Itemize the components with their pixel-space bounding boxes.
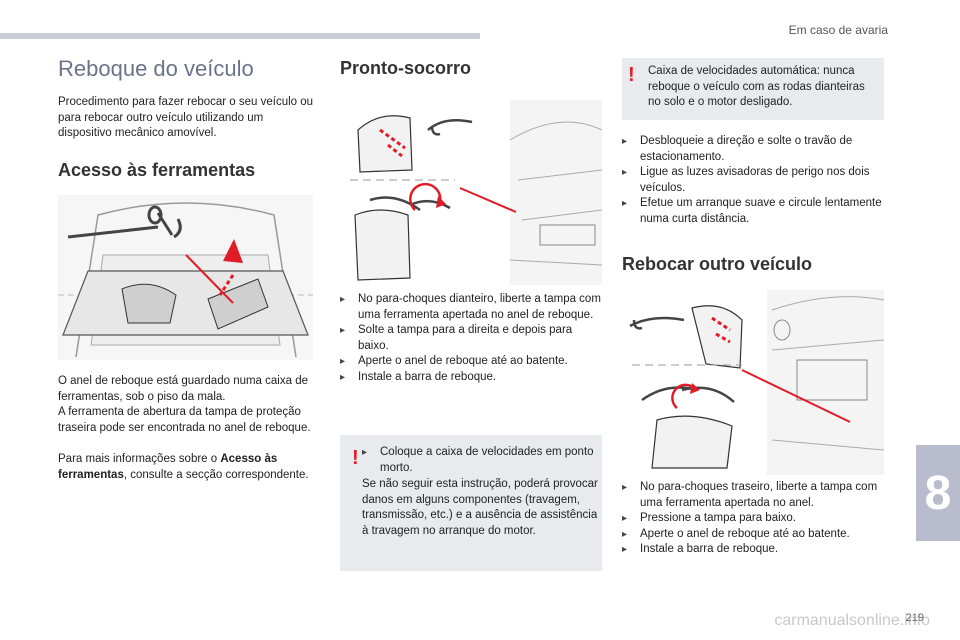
arrow-right-icon: ▸ <box>622 167 628 178</box>
arrow-right-icon: ▸ <box>622 513 628 524</box>
list-item: ▸Efetue um arranque suave e circule lent… <box>622 197 882 225</box>
trunk-toolbox-figure <box>58 195 313 360</box>
list-item: ▸Ligue as luzes avisadoras de perigo nos… <box>622 166 870 194</box>
chapter-number-tab: 8 <box>916 445 960 541</box>
towing-instructions-list: ▸Desbloqueie a direção e solte o travão … <box>622 134 884 227</box>
list-item: ▸Instale a barra de reboque. <box>340 370 602 386</box>
tools-text-3: Para mais informações sobre o Acesso às … <box>58 453 309 481</box>
automatic-gearbox-warning: ! Caixa de velocidades automática: nunca… <box>622 58 884 120</box>
arrow-right-icon: ▸ <box>622 198 628 209</box>
list-item: ▸Solte a tampa para a direita e depois p… <box>340 324 573 352</box>
arrow-right-icon: ▸ <box>622 136 628 147</box>
list-item: ▸Coloque a caixa de velocidades em ponto… <box>362 446 594 474</box>
top-rule <box>0 33 480 39</box>
list-item: ▸Aperte o anel de reboque até ao batente… <box>340 354 602 370</box>
arrow-right-icon: ▸ <box>622 544 628 555</box>
list-item: ▸No para-choques dianteiro, liberte a ta… <box>340 293 601 321</box>
arrow-right-icon: ▸ <box>340 294 346 305</box>
arrow-right-icon: ▸ <box>340 356 346 367</box>
page-title: Reboque do veículo <box>58 56 254 81</box>
warning-text: Se não seguir esta instrução, poderá pro… <box>362 478 598 537</box>
list-item: ▸Aperte o anel de reboque até ao batente… <box>622 527 884 543</box>
exclamation-icon: ! <box>352 447 359 469</box>
page-number: 219 <box>905 612 924 624</box>
exclamation-icon: ! <box>628 64 635 86</box>
arrow-right-icon: ▸ <box>622 482 628 493</box>
list-item: ▸Pressione a tampa para baixo. <box>622 511 884 527</box>
list-item: ▸Instale a barra de reboque. <box>622 542 884 558</box>
arrow-right-icon: ▸ <box>622 528 628 540</box>
arrow-right-icon: ▸ <box>340 325 346 336</box>
tools-crossref: Acesso às ferramentas <box>58 453 278 481</box>
towing-heading: Pronto-socorro <box>340 58 472 78</box>
tools-text-2: A ferramenta de abertura da tampa de pro… <box>58 406 311 434</box>
gearbox-warning-box: ! ▸Coloque a caixa de velocidades em pon… <box>340 435 602 571</box>
tools-text-1: O anel de reboque está guardado numa cai… <box>58 375 308 403</box>
tow-other-steps-list: ▸No para-choques traseiro, liberte a tam… <box>622 480 884 558</box>
front-bumper-figure <box>350 100 602 285</box>
towing-steps-list: ▸No para-choques dianteiro, liberte a ta… <box>340 292 602 385</box>
chapter-title: Em caso de avaria <box>788 23 888 37</box>
arrow-right-icon: ▸ <box>340 371 346 383</box>
tow-other-heading: Rebocar outro veículo <box>622 254 813 274</box>
arrow-right-icon: ▸ <box>362 447 368 458</box>
tools-heading: Acesso às ferramentas <box>58 160 256 180</box>
watermark: carmanualsonline.info <box>774 612 930 629</box>
list-item: ▸Desbloqueie a direção e solte o travão … <box>622 135 853 163</box>
rear-bumper-figure <box>629 290 884 475</box>
list-item: ▸No para-choques traseiro, liberte a tam… <box>622 481 878 509</box>
intro-text: Procedimento para fazer rebocar o seu ve… <box>58 96 314 139</box>
